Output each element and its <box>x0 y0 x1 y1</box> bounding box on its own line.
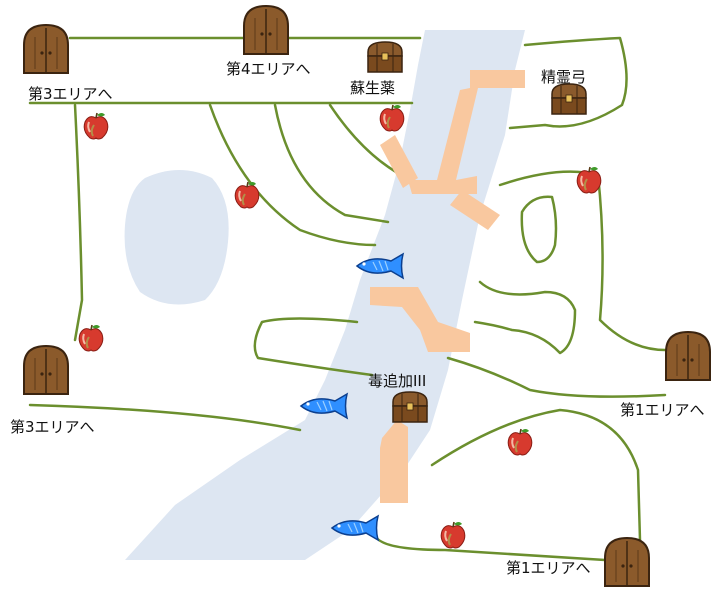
apple-icon[interactable] <box>234 181 260 209</box>
path-bottom-arc <box>430 408 642 542</box>
bridge-lower <box>380 420 408 503</box>
door-icon[interactable] <box>604 537 650 587</box>
path-left-vertical <box>73 103 84 342</box>
door-icon[interactable] <box>23 24 69 74</box>
bridge-top-right-arm <box>450 190 500 230</box>
treasure-chest-icon[interactable] <box>551 83 587 115</box>
path-right-top <box>508 36 628 130</box>
exit-label-area1-bottom: 第1エリアへ <box>506 559 591 577</box>
exit-label-area3-left: 第3エリアへ <box>10 418 95 436</box>
item-label-poison-add: 毒追加III <box>368 372 427 390</box>
treasure-chest-icon[interactable] <box>392 391 428 423</box>
path-bottom <box>373 533 607 562</box>
path-left-mid <box>253 317 374 377</box>
path-right-loop <box>498 170 667 352</box>
item-label-soseiyaku: 蘇生薬 <box>350 79 396 97</box>
bridge-top-left-arm <box>380 135 418 188</box>
door-icon[interactable] <box>665 331 711 381</box>
apple-icon[interactable] <box>440 521 466 549</box>
path-branch-1 <box>208 103 377 247</box>
apple-icon[interactable] <box>507 428 533 456</box>
treasure-chest-icon[interactable] <box>367 41 403 73</box>
item-label-seireiyumi: 精霊弓 <box>541 68 587 86</box>
path-left-lower <box>28 403 302 432</box>
path-branch-3 <box>328 103 398 174</box>
bridges <box>370 70 525 503</box>
exit-label-area4: 第4エリアへ <box>226 60 311 78</box>
path-right-mid <box>473 280 577 355</box>
apple-icon[interactable] <box>379 104 405 132</box>
river <box>125 30 525 560</box>
apple-icon[interactable] <box>78 324 104 352</box>
bridge-middle <box>370 287 470 352</box>
bridge-top <box>408 70 525 194</box>
path-right-lower <box>446 356 667 398</box>
paths <box>28 36 667 562</box>
door-icon[interactable] <box>23 345 69 395</box>
apple-icon[interactable] <box>83 112 109 140</box>
path-branch-2 <box>273 103 390 224</box>
pond <box>124 170 229 305</box>
exit-label-area1-right: 第1エリアへ <box>620 401 705 419</box>
path-right-inner <box>520 195 558 264</box>
door-icon[interactable] <box>243 5 289 55</box>
exit-label-area3-top: 第3エリアへ <box>28 85 113 103</box>
